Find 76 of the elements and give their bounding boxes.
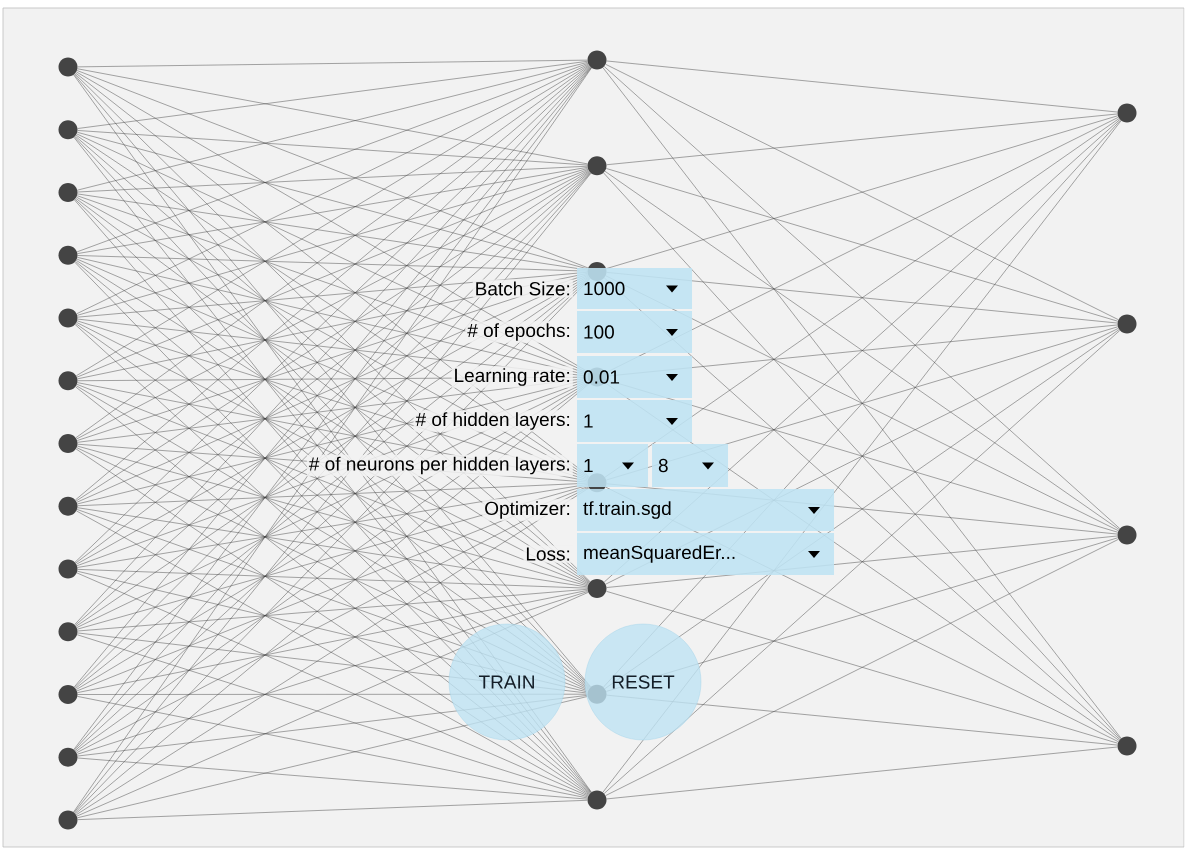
round-button: TRAIN [448, 623, 566, 741]
connection-line [77, 569, 588, 589]
neuron-circle [58, 559, 78, 579]
neuron-circle [58, 245, 78, 265]
connection-line [606, 113, 1118, 165]
connection-line [77, 591, 588, 755]
connection-line [76, 322, 589, 585]
neuron-circle [587, 579, 607, 598]
connection-line [77, 61, 588, 129]
neuron-circle [58, 622, 78, 642]
connection-line [605, 64, 1119, 320]
neuron-circle [1117, 103, 1137, 123]
connection-line [604, 66, 1121, 529]
neuron-circle [58, 57, 78, 77]
field-label: Optimizer: [482, 499, 573, 521]
neuron-circle [58, 183, 78, 202]
connection-line [76, 592, 589, 817]
connection-line [606, 115, 1118, 269]
connection-line [603, 172, 1121, 740]
dropdown-field: tf.train.sgd [577, 489, 834, 531]
connection-line [606, 60, 1118, 113]
connection-line [77, 68, 588, 165]
round-button: RESET [584, 623, 702, 741]
connection-line [77, 168, 588, 316]
connection-line [75, 448, 590, 795]
connection-line [77, 634, 588, 798]
neuron-circle [1117, 736, 1137, 756]
connection-line [605, 539, 1119, 796]
connection-line [606, 168, 1118, 322]
neuron-circle [587, 156, 607, 176]
neuron-circle [587, 50, 607, 70]
connection-line [77, 165, 588, 193]
connection-line [77, 130, 588, 166]
connection-line [76, 572, 589, 797]
field-label: Learning rate: [451, 366, 573, 388]
connection-line [77, 167, 588, 254]
neuron-circle [58, 496, 78, 516]
dropdown-field: 8 [652, 444, 728, 487]
dropdown-field: meanSquaredEr... [577, 533, 834, 575]
connection-line [604, 171, 1120, 530]
neuron-circle [58, 747, 78, 767]
connection-line [77, 757, 588, 800]
neuron-circle [58, 120, 78, 140]
connection-line [606, 746, 1118, 800]
connection-line [75, 170, 590, 502]
dropdown-field: 0.01 [577, 356, 692, 398]
connection-line [77, 59, 588, 68]
field-label: # of neurons per hidden layers: [306, 454, 573, 477]
dropdown-field: 1 [577, 444, 648, 487]
connection-line [77, 800, 588, 820]
field-label: # of hidden layers: [413, 410, 573, 432]
neuron-circle [58, 810, 78, 830]
connection-line [606, 591, 1118, 744]
connection-line [76, 64, 589, 314]
connection-line [77, 589, 588, 632]
neuron-circle [1117, 314, 1137, 334]
neuron-circle [58, 434, 78, 453]
connection-line [77, 62, 588, 191]
field-label: Loss: [523, 545, 573, 563]
neuron-circle [1117, 525, 1137, 545]
neuron-circle [587, 790, 607, 810]
connection-line [77, 507, 588, 588]
connection-line [77, 445, 588, 587]
connection-line [77, 696, 588, 799]
connection-line [76, 487, 589, 753]
field-label: # of epochs: [465, 321, 573, 343]
dropdown-field: 1000 [577, 268, 692, 309]
dropdown-field: 1 [577, 400, 692, 442]
neuron-circle [58, 371, 78, 391]
neuron-circle [58, 685, 78, 704]
connection-line [604, 330, 1121, 794]
dropdown-field: 100 [577, 311, 692, 353]
neuron-circle [58, 308, 78, 328]
connection-line [76, 170, 589, 440]
connection-line [77, 590, 588, 693]
connection-line [77, 132, 588, 270]
